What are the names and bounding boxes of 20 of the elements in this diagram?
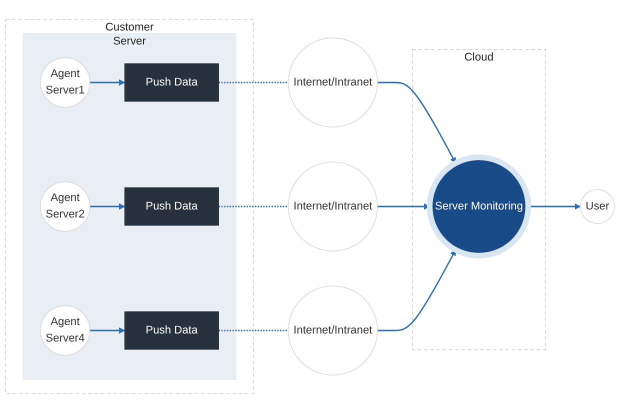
node-circle: Agent Server2 [40, 181, 90, 232]
node-circle: Agent Server4 [40, 305, 90, 356]
node-circle: Server Monitoring [426, 154, 531, 258]
arrow [90, 327, 126, 334]
node-circle: Agent Server1 [40, 57, 90, 108]
connector [218, 206, 288, 208]
arrow [90, 203, 126, 210]
node-circle: Internet/Intranet [288, 286, 378, 376]
node-box: Push Data [124, 187, 219, 226]
node-box: Push Data [124, 63, 219, 102]
arrow [528, 203, 581, 210]
node-circle: Internet/Intranet [288, 162, 378, 252]
node-box: Push Data [124, 311, 219, 350]
node-circle: User [580, 189, 615, 224]
connector [218, 82, 288, 84]
arrow [377, 82, 456, 164]
arrow [90, 79, 126, 86]
arrow [377, 250, 456, 332]
node-circle: Internet/Intranet [288, 38, 378, 128]
connector [218, 330, 288, 332]
